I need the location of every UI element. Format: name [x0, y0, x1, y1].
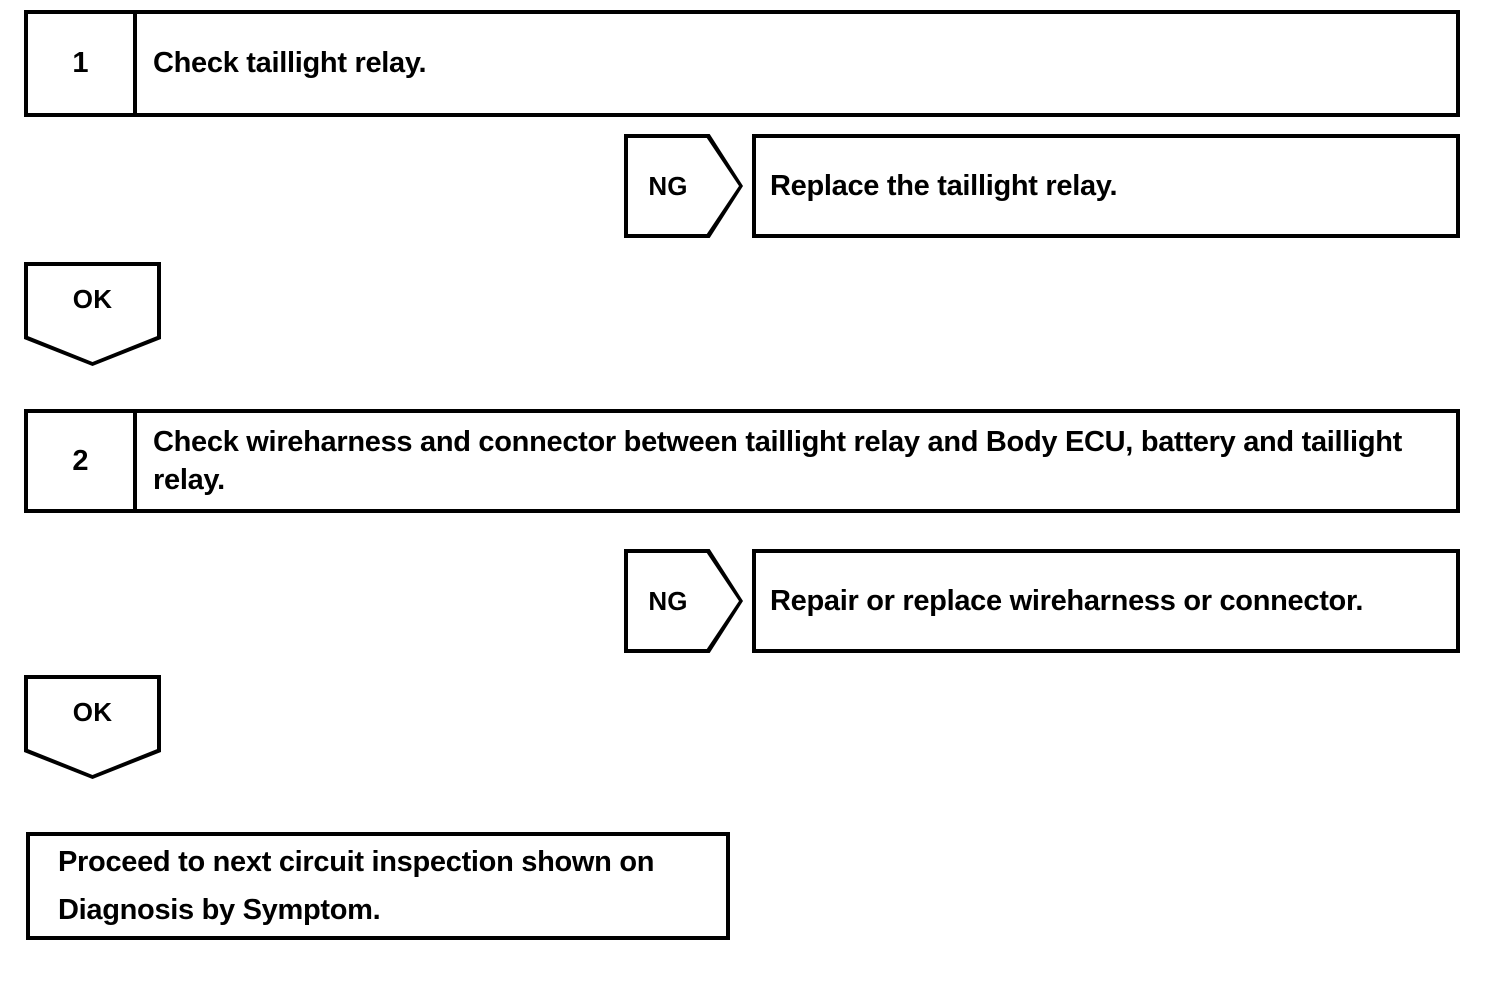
step-2-ng-label: NG: [648, 585, 688, 616]
step-2-ng-arrow: NG: [624, 549, 743, 653]
step-2-number: 2: [28, 413, 137, 509]
step-1-text: Check taillight relay.: [153, 47, 427, 80]
step-2-text-line-2: and taillight relay.: [153, 425, 1403, 496]
step-2-ng-action-box: Repair or replace wireharness or connect…: [752, 549, 1460, 653]
step-1-ok-label: OK: [72, 283, 113, 314]
step-2-text-line-1: Check wireharness and connector between …: [153, 425, 1236, 458]
final-outcome-line-2: Diagnosis by Symptom.: [58, 894, 381, 926]
step-2-box: 2 Check wireharness and connector betwee…: [24, 409, 1460, 513]
step-1-ng-arrow: NG: [624, 134, 743, 238]
step-1-ng-label: NG: [648, 170, 688, 201]
step-2-ok-label: OK: [72, 696, 113, 727]
step-1-ng-action-box: Replace the taillight relay.: [752, 134, 1460, 238]
step-2-text: Check wireharness and connector between …: [137, 413, 1456, 509]
step-2-ng-action-text: Repair or replace wireharness or connect…: [770, 584, 1364, 617]
step-1-box: 1 Check taillight relay.: [24, 10, 1460, 117]
step-1-number: 1: [28, 14, 137, 113]
step-1-ok-arrow: OK: [24, 262, 161, 366]
final-outcome-box: Proceed to next circuit inspection shown…: [26, 832, 730, 940]
step-2-ok-arrow: OK: [24, 675, 161, 779]
final-outcome-line-1: Proceed to next circuit inspection shown…: [58, 845, 655, 878]
step-1-ng-action-text: Replace the taillight relay.: [770, 169, 1118, 202]
